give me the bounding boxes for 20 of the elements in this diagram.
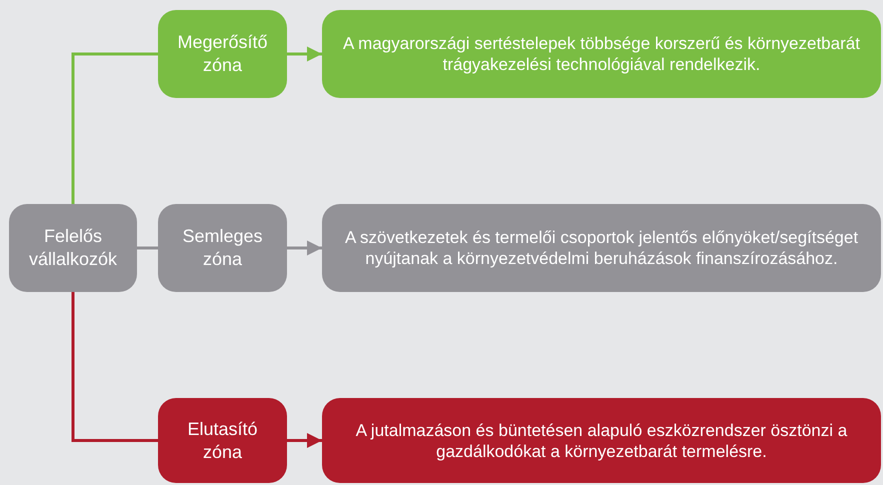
statement-text: A jutalmazáson és büntetésen alapuló eszközrendszer ösztönzi a gazdálkodókat a környezetbarát termelésre. — [354, 420, 848, 462]
arrow — [287, 433, 322, 448]
zone-label: Megerősítő zóna — [176, 31, 269, 77]
statement-box — [322, 204, 881, 292]
zone-box — [158, 204, 287, 292]
connector-line — [137, 246, 158, 250]
statement-box — [322, 398, 881, 483]
zone-box — [158, 398, 287, 483]
statement-text: A szövetkezetek és termelői csoportok jelentős előnyöket/segítséget nyújtanak a környezetvédelmi beruházások finanszírozásához. — [344, 227, 860, 269]
actor-box — [9, 204, 137, 292]
connector-line — [72, 292, 158, 442]
statement-text: A magyarországi sertéstelepek többsége korszerű és környezetbarát trágyakezelési technológiával rendelkezik. — [342, 33, 861, 75]
connector-line — [72, 52, 158, 204]
zone-label: Felelős vállalkozók — [28, 225, 118, 271]
zone-label: Semleges zóna — [181, 225, 264, 271]
zone-box — [158, 10, 287, 98]
zone-label: Elutasító zóna — [186, 418, 259, 464]
arrow — [287, 46, 322, 62]
arrow — [287, 240, 322, 256]
statement-box — [322, 10, 881, 98]
